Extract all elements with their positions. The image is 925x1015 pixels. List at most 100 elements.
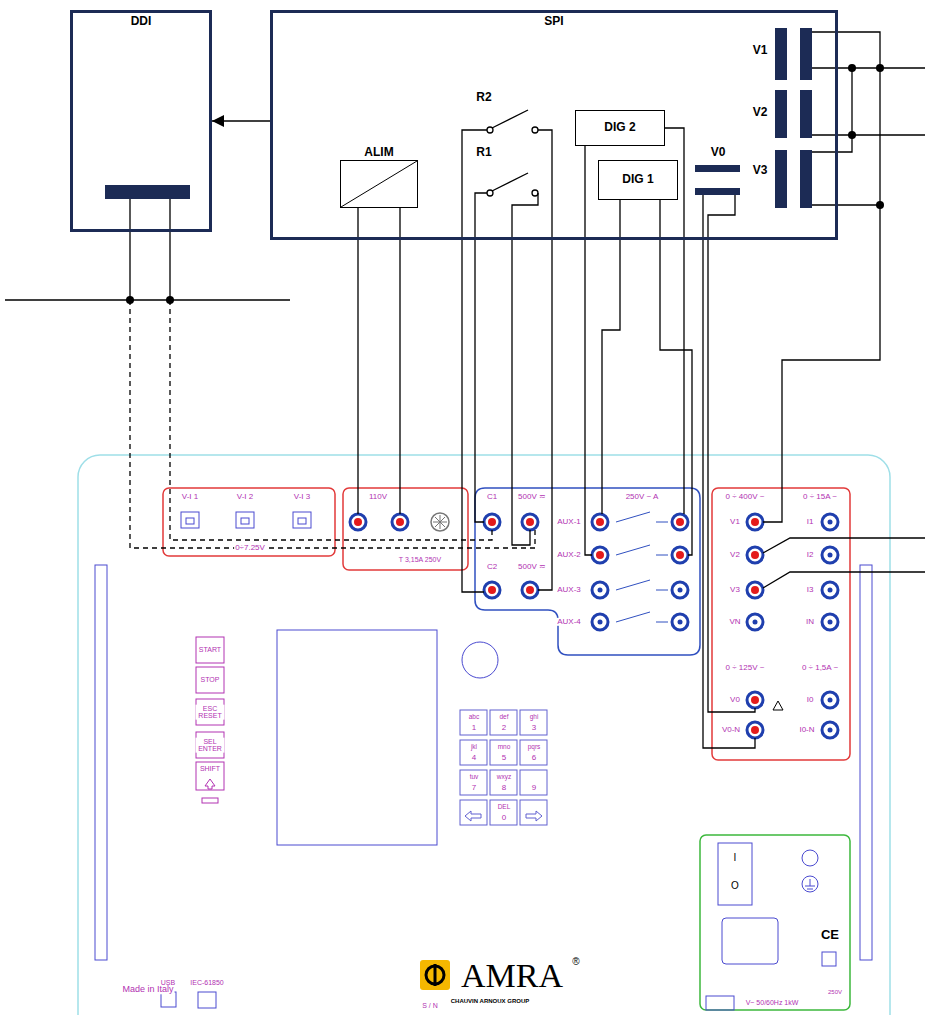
- panel-marking: wxyz: [496, 774, 512, 781]
- digital-input-box: DIG 1: [598, 160, 678, 200]
- panel-marking: DEL: [497, 804, 512, 811]
- panel-marking: I0: [806, 696, 815, 704]
- instrument-panel: [700, 835, 850, 1010]
- device-parts: [775, 28, 787, 80]
- panel-marking: V1: [729, 518, 741, 526]
- wire-junction: [848, 131, 856, 139]
- device-parts: [800, 28, 812, 80]
- panel-marking: 0÷7.25V: [234, 544, 266, 552]
- part-label: V1: [752, 44, 769, 57]
- terminal-sockets: [747, 722, 763, 738]
- instrument-panel: [520, 770, 547, 795]
- instrument-panel: [706, 996, 734, 1010]
- wire-junction: [126, 64, 884, 304]
- instrument-panel: [520, 740, 547, 765]
- panel-marking: V0: [729, 696, 741, 704]
- panel-marking: abc: [468, 714, 480, 721]
- instrument-panel: [460, 710, 487, 735]
- panel-marking: I1: [806, 518, 815, 526]
- panel-marking: I2: [806, 551, 815, 559]
- dashed-wire: [130, 300, 535, 548]
- terminal-sockets: [672, 547, 688, 563]
- instrument-panel: [196, 732, 224, 758]
- instrument-panel: [773, 701, 783, 710]
- instrument-panel: [526, 811, 542, 821]
- instrument-panel: [490, 710, 517, 735]
- part-label: V2: [752, 106, 769, 119]
- connected-plug: [676, 518, 684, 526]
- wire: [763, 538, 925, 588]
- terminal-sockets: [822, 614, 838, 630]
- wire-junction: [876, 64, 884, 72]
- wire: [538, 130, 552, 590]
- device-parts: [105, 185, 190, 199]
- terminal-sockets: [747, 547, 763, 563]
- instrument-panel: [520, 800, 547, 825]
- instrument-panel: [712, 488, 850, 760]
- instrument-panel: [616, 512, 668, 622]
- relay-contact: [532, 190, 538, 196]
- connected-plug: [396, 518, 404, 526]
- connected-plug: [354, 518, 362, 526]
- terminal-sockets: [350, 514, 366, 530]
- device-parts: [800, 90, 812, 138]
- instrument-panel: [805, 879, 815, 889]
- terminal-sockets: [592, 547, 608, 563]
- panel-marking: T 3,15A 250V: [398, 556, 442, 563]
- part-label: R2: [475, 91, 492, 104]
- panel-marking: AUX-1: [556, 518, 582, 526]
- panel-marking: IEC-61850: [189, 979, 224, 986]
- connected-plug: [751, 518, 759, 526]
- instrument-panel: [822, 952, 836, 966]
- panel-marking: 0 ÷ 400V ~: [725, 493, 766, 501]
- panel-marking: I3: [806, 586, 815, 594]
- relay-contact: [492, 173, 528, 191]
- power-supply-box: ALIM: [340, 160, 418, 208]
- wire: [585, 146, 592, 555]
- device-parts: [695, 188, 740, 195]
- panel-marking: V~ 50/60Hz 1kW: [745, 999, 800, 1006]
- wire: [812, 68, 925, 205]
- instrument-panel: [236, 512, 254, 528]
- connected-plug: [751, 696, 759, 704]
- device-parts: [800, 150, 812, 208]
- instrument-panel: [343, 488, 468, 570]
- terminal-sockets: [392, 514, 408, 530]
- terminal-sockets: [822, 514, 838, 530]
- panel-marking: V3: [729, 586, 741, 594]
- instrument-panel: [277, 630, 437, 845]
- panel-marking: START: [198, 646, 222, 653]
- instrument-panel: [460, 770, 487, 795]
- box-label: ALIM: [364, 146, 393, 159]
- brand-logo: [420, 960, 450, 990]
- terminal-sockets: [822, 692, 838, 708]
- instrument-panel: [860, 565, 872, 960]
- instrument-panel: [490, 800, 517, 825]
- box-label: SPI: [544, 15, 563, 28]
- instrument-panel: [520, 710, 547, 735]
- instrument-panel: [202, 798, 218, 803]
- digital-input-box: DIG 2: [575, 110, 665, 146]
- terminal-sockets: [592, 614, 608, 630]
- connected-plug: [751, 586, 759, 594]
- dashed-wire: [130, 300, 535, 548]
- panel-marking: pqrs: [527, 744, 542, 751]
- device-parts: [775, 90, 787, 138]
- connected-plug: [354, 518, 759, 734]
- connected-plug: [751, 551, 759, 559]
- panel-marking: C1: [486, 493, 498, 501]
- box-label: DIG 1: [622, 173, 653, 186]
- connected-plug: [488, 518, 496, 526]
- terminal-sockets: [592, 514, 608, 530]
- connected-plug: [751, 726, 759, 734]
- wire: [475, 193, 487, 522]
- panel-marking: def: [498, 714, 509, 721]
- part-label: AMRA: [460, 958, 564, 994]
- instrument-panel: [196, 762, 224, 790]
- terminal-sockets: [747, 582, 763, 598]
- part-label: CHAUVIN ARNOUX GROUP: [450, 998, 530, 1004]
- dashed-wire: [170, 300, 492, 540]
- part-label: V0: [710, 146, 727, 159]
- instrument-panel: [78, 455, 890, 1015]
